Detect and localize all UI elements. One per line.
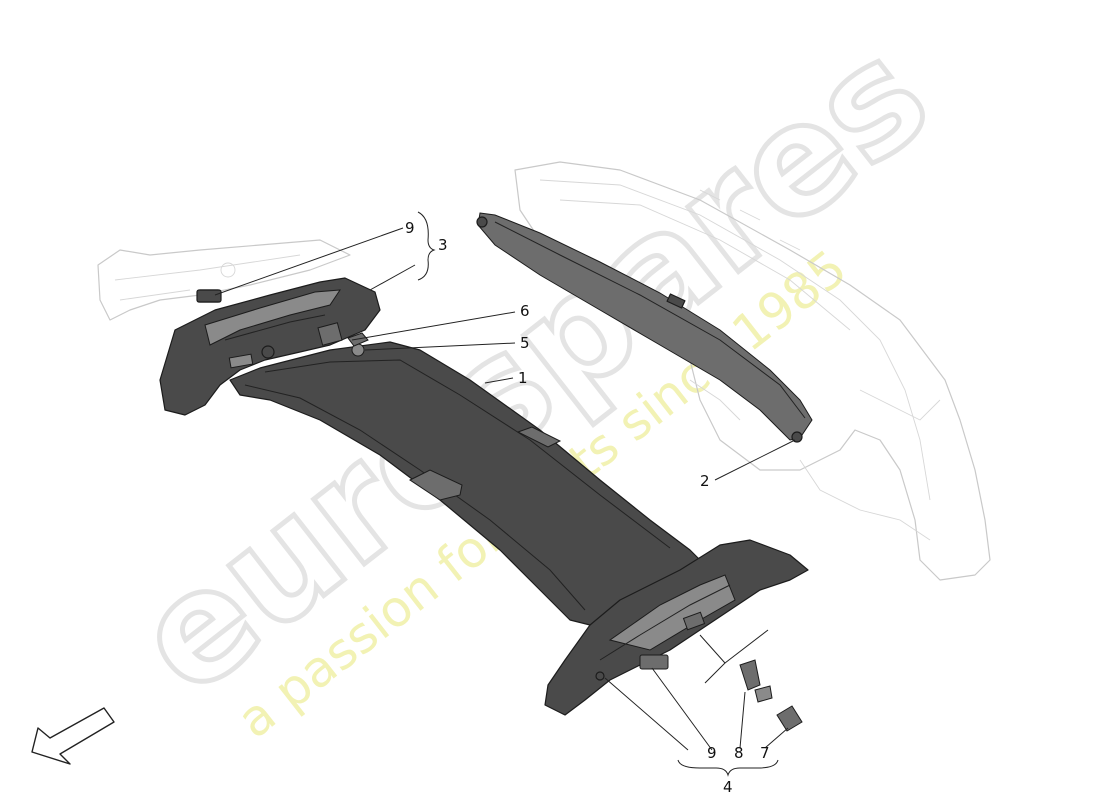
part-6-clip [347, 332, 369, 347]
callout-7: 7 [760, 744, 770, 762]
callout-8: 8 [734, 744, 744, 762]
callout-9-bottom: 9 [707, 744, 717, 762]
leader-lines [214, 211, 796, 777]
callout-1: 1 [518, 369, 528, 387]
callout-6: 6 [520, 302, 530, 320]
part-4-right-trim [544, 539, 809, 716]
part-7-pin [776, 705, 803, 732]
callout-3: 3 [438, 236, 448, 254]
callouts: 9 3 6 5 1 2 9 8 7 4 [405, 219, 770, 796]
callout-9-top: 9 [405, 219, 415, 237]
callout-2: 2 [700, 472, 710, 490]
part-9-bracket-lower [639, 654, 669, 670]
part-8-latch [739, 659, 761, 691]
small-parts [196, 289, 803, 732]
direction-arrow-icon [31, 707, 115, 765]
part-9-bracket-upper [196, 289, 222, 303]
vehicle-body-ghost [97, 161, 991, 581]
callout-5: 5 [520, 334, 530, 352]
part-2-cover [476, 212, 813, 443]
callout-4: 4 [723, 778, 733, 796]
